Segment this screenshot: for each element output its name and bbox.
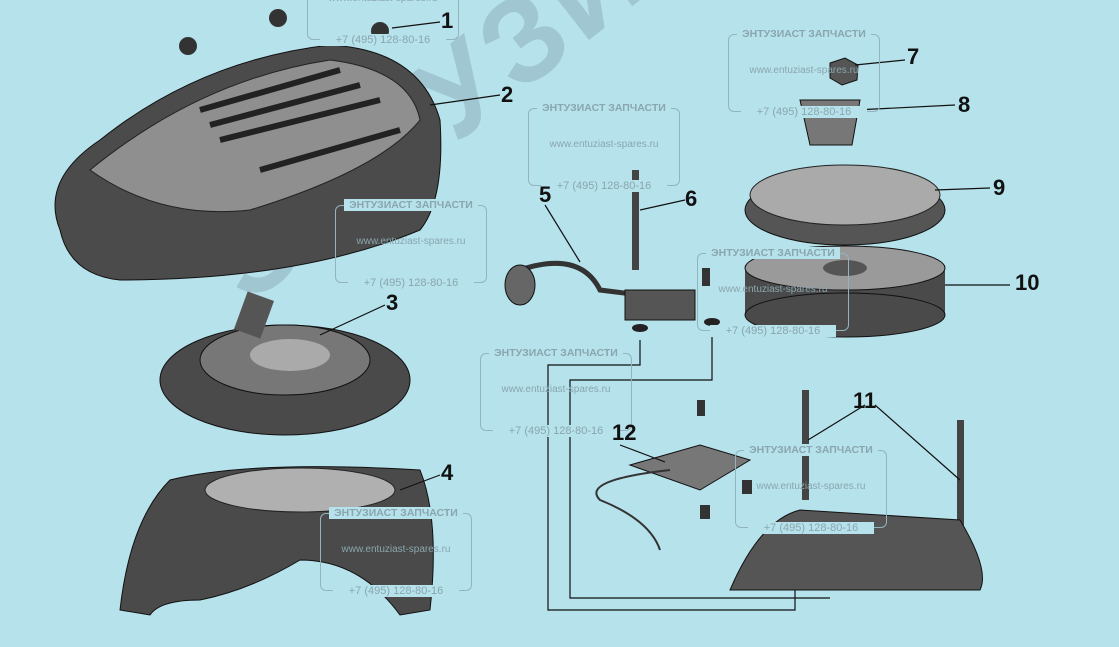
watermark-url: www.entuziast-spares.ru — [341, 544, 451, 555]
part-7-nut — [829, 57, 859, 86]
leader-lines — [319, 21, 1010, 611]
watermark-title: ЭНТУЗИАСТ ЗАПЧАСТИ — [489, 347, 623, 359]
callout-9: 9 — [993, 175, 1006, 200]
watermark-phone: +7 (495) 128-80-16 — [710, 325, 836, 337]
watermark-url: www.entuziast-spares.ru — [308, 0, 458, 4]
watermark-phone: +7 (495) 128-80-16 — [748, 522, 874, 534]
part-5-ignition-coil — [504, 260, 720, 332]
watermark-url: www.entuziast-spares.ru — [501, 384, 611, 395]
watermark-url: www.entuziast-spares.ru — [718, 284, 828, 295]
watermark-title: ЭНТУЗИАСТ ЗАПЧАСТИ — [737, 28, 871, 40]
watermark-box: ЭНТУЗИАСТ ЗАПЧАСТИ www.entuziast-spares.… — [528, 102, 680, 192]
part-3-starter — [159, 291, 411, 436]
watermark-url: www.entuziast-spares.ru — [549, 139, 659, 150]
part-10-flywheel — [744, 245, 946, 338]
watermark-title: ЭНТУЗИАСТ ЗАПЧАСТИ — [344, 199, 478, 211]
watermark-phone: +7 (495) 128-80-16 — [541, 180, 667, 192]
watermark-phone: +7 (495) 128-80-16 — [493, 425, 619, 437]
callout-2: 2 — [501, 82, 514, 107]
watermark-title: ЭНТУЗИАСТ ЗАПЧАСТИ — [744, 444, 878, 456]
watermark-title: ЭНТУЗИАСТ ЗАПЧАСТИ — [706, 247, 840, 259]
callout-11: 11 — [853, 388, 877, 413]
watermark-box: ЭНТУЗИАСТ ЗАПЧАСТИ www.entuziast-spares.… — [480, 347, 632, 437]
part-2-cover — [54, 44, 442, 281]
part-9-fan — [744, 164, 946, 246]
watermark-url: www.entuziast-spares.ru — [756, 481, 866, 492]
part-6-stud — [632, 170, 639, 270]
watermark-box: ЭНТУЗИАСТ ЗАПЧАСТИ www.entuziast-spares.… — [728, 28, 880, 118]
watermark-phone: +7 (495) 128-80-16 — [333, 585, 459, 597]
watermark-url: www.entuziast-spares.ru — [749, 65, 859, 76]
watermark-url: www.entuziast-spares.ru — [356, 236, 466, 247]
callout-6: 6 — [685, 186, 698, 211]
callout-12: 12 — [612, 420, 637, 445]
watermark-box: ЭНТУЗИАСТ ЗАПЧАСТИ www.entuziast-spares.… — [697, 247, 849, 337]
watermark-phone: +7 (495) 128-80-16 — [741, 106, 867, 118]
watermark-box: ЭНТУЗИАСТ ЗАПЧАСТИ www.entuziast-spares.… — [335, 199, 487, 289]
watermark-phone: +7 (495) 128-80-16 — [320, 34, 446, 46]
watermark-box: ЭНТУЗИАСТ ЗАПЧАСТИ www.entuziast-spares.… — [320, 507, 472, 597]
watermark-title: ЭНТУЗИАСТ ЗАПЧАСТИ — [537, 102, 671, 114]
callout-4: 4 — [441, 460, 454, 485]
part-12-bracket — [595, 400, 752, 551]
watermark-box: ЭНТУЗИАСТ ЗАПЧАСТИ www.entuziast-spares.… — [307, 0, 459, 46]
callout-8: 8 — [958, 92, 971, 117]
callout-1: 1 — [441, 8, 454, 33]
callout-10: 10 — [1015, 270, 1040, 295]
callout-7: 7 — [907, 44, 920, 69]
watermark-title: ЭНТУЗИАСТ ЗАПЧАСТИ — [329, 507, 463, 519]
watermark-phone: +7 (495) 128-80-16 — [348, 277, 474, 289]
callout-3: 3 — [386, 290, 399, 315]
watermark-box: ЭНТУЗИАСТ ЗАПЧАСТИ www.entuziast-spares.… — [735, 444, 887, 534]
part-4-housing — [119, 466, 434, 616]
callout-5: 5 — [539, 182, 552, 207]
